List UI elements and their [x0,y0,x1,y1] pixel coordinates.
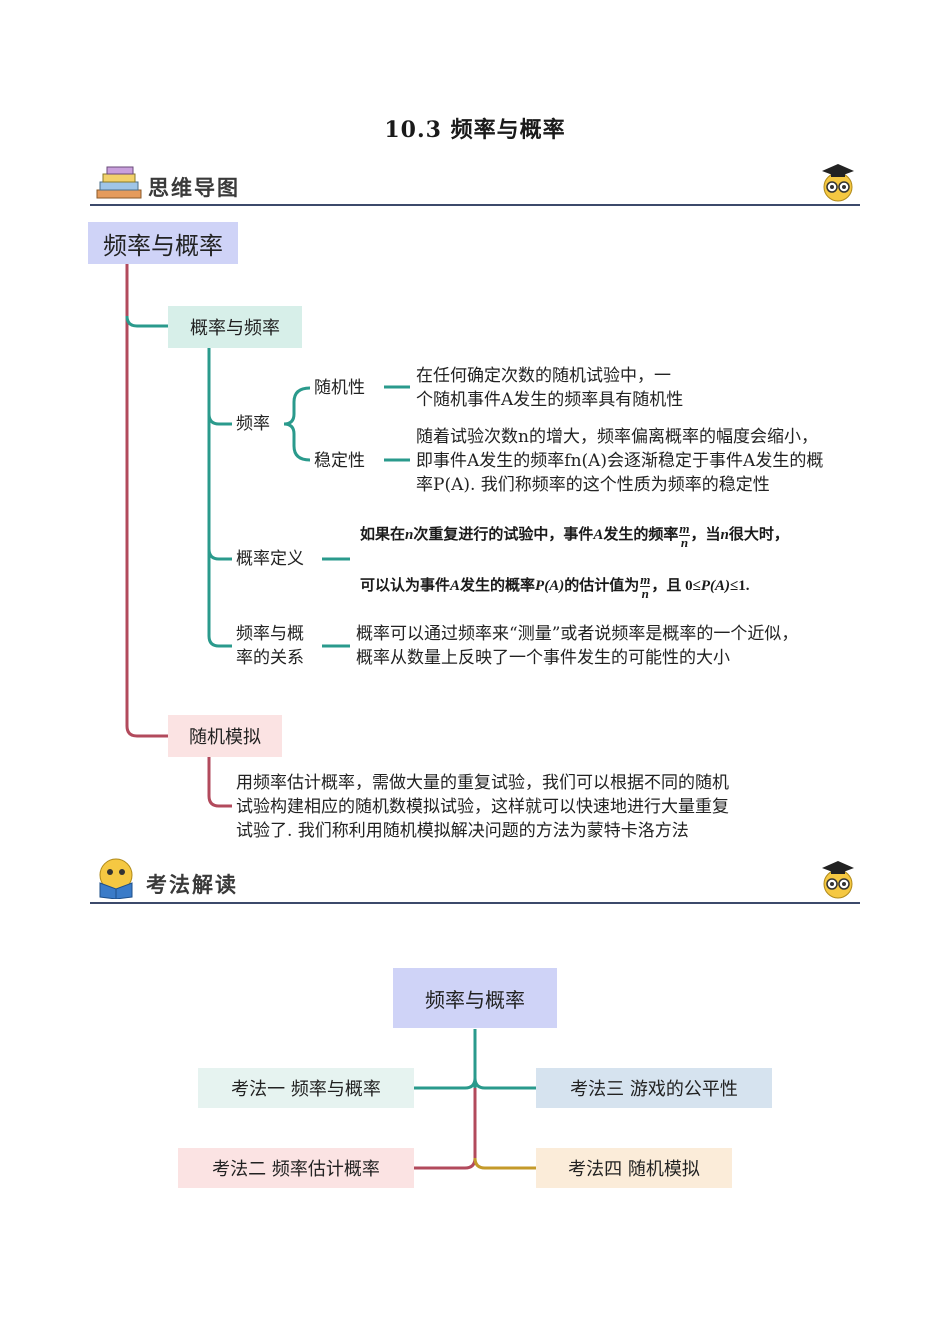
reading-smiley-icon [96,857,136,899]
branch-random-simulation: 随机模拟 [168,715,282,757]
relation-desc: 概率可以通过频率来“测量”或者说频率是概率的一个近似， 概率从数量上反映了一个事… [356,624,799,668]
books-icon [95,166,145,200]
simulation-desc: 用频率估计概率，需做大量的重复试验，我们可以根据不同的随机 试验构建相应的随机数… [236,773,729,841]
section-divider [90,902,860,904]
kaofa-center: 频率与概率 [393,968,557,1028]
definition-label: 概率定义 [236,549,304,569]
graduate-owl-icon [819,859,857,899]
section-divider [90,204,860,206]
mindmap-root: 频率与概率 [88,222,238,264]
stability-label: 稳定性 [314,451,365,471]
section-kaofa-label: 考法解读 [146,873,238,897]
kaofa-1: 考法一 频率与概率 [198,1068,414,1108]
graduate-owl-icon [819,162,857,202]
kaofa-2: 考法二 频率估计概率 [178,1148,414,1188]
freq-brace [283,386,311,462]
kaofa-3: 考法三 游戏的公平性 [536,1068,772,1108]
branch-probability-frequency: 概率与频率 [168,306,302,348]
branch1-connector [125,315,168,328]
kaofa-4: 考法四 随机模拟 [536,1148,732,1188]
branch1-trunk [207,348,232,648]
randomness-desc: 在任何确定次数的随机试验中，一 个随机事件A发生的频率具有随机性 [416,366,684,410]
relation-label: 频率与概 率的关系 [236,624,304,668]
freq-label: 频率 [236,414,270,434]
root-trunk-line [125,264,168,738]
simulation-connector [207,756,232,808]
section-mindmap-label: 思维导图 [148,176,240,200]
stability-desc: 随着试验次数n的增大，频率偏离概率的幅度会缩小， 即事件A发生的频率fn(A)会… [416,427,824,495]
randomness-label: 随机性 [314,378,365,398]
page-title: 10.3 频率与概率 [384,117,566,143]
